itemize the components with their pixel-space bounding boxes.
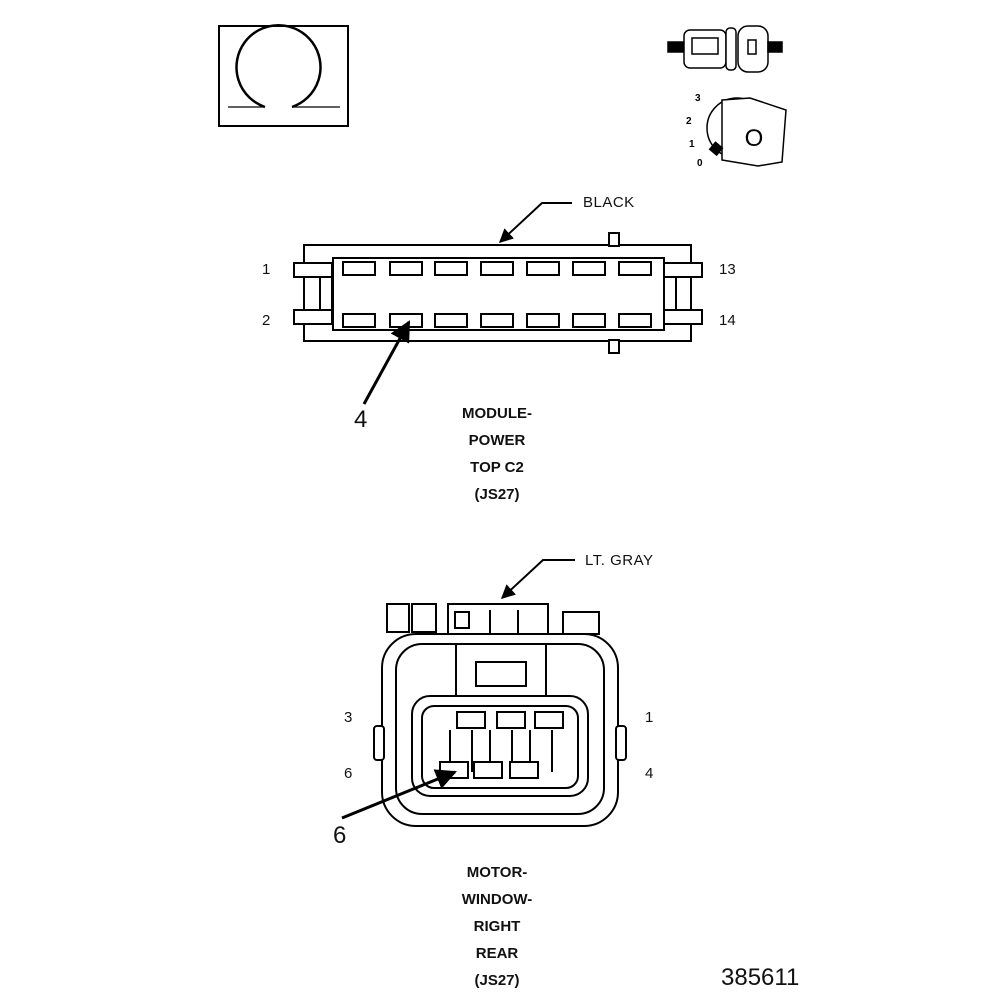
- ignition-position-0: 0: [697, 158, 703, 169]
- ignition-position-2: 2: [686, 116, 692, 127]
- connector1-cavities: [342, 261, 652, 328]
- connector2-pin-6-label: 6: [344, 765, 353, 782]
- ignition-key-icon: [706, 97, 787, 167]
- connector1-leaders: [362, 202, 572, 405]
- connector1-color-label: BLACK: [583, 194, 635, 211]
- connector2-title: MOTOR- WINDOW- RIGHT REAR (JS27): [427, 859, 567, 994]
- connector2-latch: [386, 603, 600, 637]
- connector2-color-label: LT. GRAY: [585, 552, 654, 569]
- connector2-title-line: WINDOW-: [461, 891, 533, 908]
- connector1-title-line: (JS27): [474, 486, 520, 503]
- connector1-body: [293, 232, 703, 354]
- connector2-leaders: [341, 559, 575, 820]
- connector1-pin-14-label: 14: [719, 312, 736, 329]
- ohmmeter-icon: [218, 23, 349, 127]
- connector2-body: [373, 633, 627, 827]
- connector2-pin-3-label: 3: [344, 709, 353, 726]
- connector1-title: MODULE- POWER TOP C2 (JS27): [427, 400, 567, 508]
- connector2-pin-4-label: 4: [645, 765, 654, 782]
- connector1-title-line: MODULE-: [462, 405, 532, 422]
- connector2-callout-pin: 6: [333, 822, 347, 849]
- connector1-title-line: POWER: [468, 432, 526, 449]
- connector1-pin-13-label: 13: [719, 261, 736, 278]
- connector1-callout-pin: 4: [354, 406, 368, 433]
- connector1-pin-1-label: 1: [262, 261, 271, 278]
- connector1-pin-2-label: 2: [262, 312, 271, 329]
- connector2-pin-1-label: 1: [645, 709, 654, 726]
- connector2-title-line: RIGHT: [473, 918, 521, 935]
- ignition-position-3: 3: [695, 93, 701, 104]
- connector1-title-line: TOP C2: [470, 459, 524, 476]
- key-glyph: O: [745, 125, 764, 152]
- connector2-title-line: MOTOR-: [466, 864, 528, 881]
- connector2-title-line: (JS27): [474, 972, 520, 989]
- disconnect-connector-icon: [667, 25, 783, 73]
- ignition-position-1: 1: [689, 139, 695, 150]
- figure-number: 385611: [721, 964, 800, 991]
- connector2-title-line: REAR: [475, 945, 519, 962]
